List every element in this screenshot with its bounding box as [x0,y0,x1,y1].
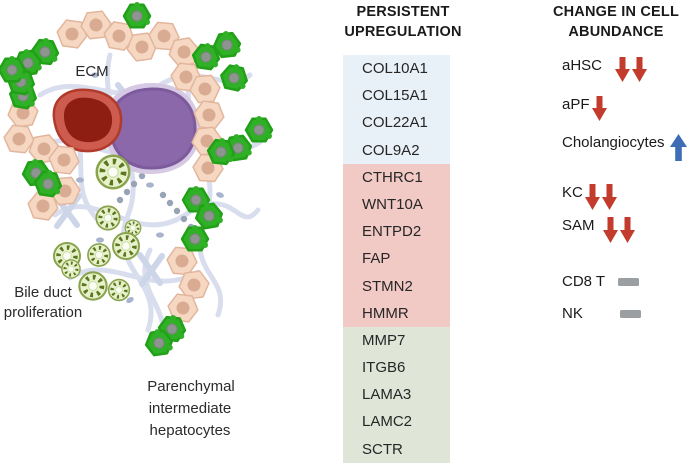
cell-type-label: SAM [562,217,595,234]
parenchymal-label-line1: Parenchymal [147,378,235,395]
abundance-row-cd8t: CD8 T [562,272,640,291]
gene-label: ITGB6 [362,359,406,377]
gene-label: WNT10A [362,195,423,213]
abundance-row-nk: NK [562,304,641,323]
abundance-title: CHANGE IN CELL ABUNDANCE [552,4,680,40]
no-change [618,273,640,286]
gene-label: MMP7 [362,331,406,349]
down-arrows [591,96,607,121]
down-arrow-icon [591,96,607,121]
down-arrow-icon [619,217,635,243]
gene-label: SCTR [362,440,403,458]
gene-section-collagens: COL10A1 COL15A1 COL22A1 COL9A2 [343,55,450,164]
upregulation-title: PERSISTENT UPREGULATION [344,4,462,40]
cell-type-label: aHSC [562,57,603,74]
down-arrow-icon [601,184,617,210]
cell-type-label: CD8 T [562,273,606,290]
abundance-row-ahsc: aHSC [562,56,648,82]
abundance-row-apf: aPF [562,95,607,121]
liver-tissue-illustration: ECM Bile duct proliferation Parenchymal … [0,0,274,439]
cell-type-label: Cholangiocytes [562,134,665,151]
down-arrows [615,57,648,82]
down-arrow-icon [602,217,618,243]
upregulation-gene-list: COL10A1 COL15A1 COL22A1 COL9A2 CTHRC1 WN… [343,55,450,463]
gene-section-fibrosis: CTHRC1 WNT10A ENTPD2 FAP STMN2 HMMR [343,163,450,327]
gene-label: COL15A1 [362,87,428,105]
down-arrow-icon [615,57,631,82]
cell-type-label: NK [562,305,583,322]
abundance-row-kc: KC [562,183,617,210]
gene-label: FAP [362,250,391,268]
down-arrows [602,217,635,243]
down-arrow-icon [584,184,600,210]
no-change-dash-icon [619,310,641,318]
parenchymal-label-line3: hepatocytes [150,422,231,439]
gene-label: HMMR [362,304,409,322]
up-arrow-icon [669,134,687,161]
gene-label: STMN2 [362,277,413,295]
gene-section-epithelial: MMP7 ITGB6 LAMA3 LAMC2 SCTR [343,326,450,463]
ecm-label: ECM [75,63,108,80]
down-arrows [584,184,617,210]
abundance-row-cholangiocytes: Cholangiocytes [562,133,687,161]
gene-label: COL9A2 [362,141,420,159]
no-change [619,305,641,318]
up-arrows [669,134,687,161]
gene-label: COL10A1 [362,60,428,77]
no-change-dash-icon [618,278,640,286]
gene-label: CTHRC1 [362,168,423,186]
red-cell [52,88,123,153]
bile-duct-label-line1: Bile duct [14,284,72,301]
gene-label: COL22A1 [362,114,428,132]
purple-cell [103,82,201,174]
bile-duct-label-line2: proliferation [4,304,82,321]
gene-label: ENTPD2 [362,223,422,241]
down-arrow-icon [632,57,648,82]
gene-label: LAMA3 [362,386,412,404]
abundance-row-sam: SAM [562,216,635,243]
cell-type-label: KC [562,184,583,201]
parenchymal-label-line2: intermediate [149,400,232,417]
cell-type-label: aPF [562,96,590,113]
gene-label: LAMC2 [362,413,413,431]
